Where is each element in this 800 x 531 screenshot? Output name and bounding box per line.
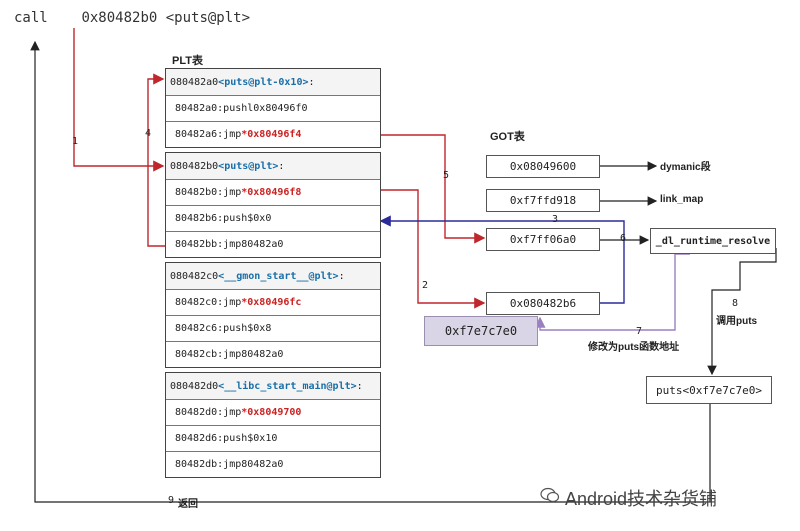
plt-header: 080482d0 <__libc_start_main@plt>:	[166, 373, 380, 399]
row-addr: 80482bb:	[175, 239, 224, 250]
note-call-puts: 调用puts	[716, 316, 758, 327]
plt-header-symbol: <puts@plt>	[218, 160, 279, 172]
plt-block-3: 080482d0 <__libc_start_main@plt>: 80482d…	[165, 372, 381, 478]
row-op: jmp	[223, 297, 242, 308]
plt-header-addr: 080482d0	[170, 380, 219, 392]
plt-row: 80482d0: jmp *0x8049700	[166, 399, 380, 425]
note-dynamic: dymanic段	[660, 162, 711, 173]
plt-block-0: 080482a0 <puts@plt-0x10>: 80482a0: pushl…	[165, 68, 381, 148]
row-addr: 80482d6:	[175, 433, 224, 444]
row-arg: 80482a0	[241, 349, 284, 360]
row-arg: $0x8	[247, 323, 272, 334]
row-arg: *0x80496f8	[241, 187, 302, 198]
plt-header-symbol: <puts@plt-0x10>	[218, 76, 309, 88]
arrow-step-2	[379, 189, 486, 309]
row-op: push	[223, 433, 248, 444]
plt-row: 80482a0: pushl 0x80496f0	[166, 95, 380, 121]
row-arg: 0x80496f0	[253, 103, 308, 114]
plt-block-1: 080482b0 <puts@plt>: 80482b0: jmp *0x804…	[165, 152, 381, 258]
step-label-7: 7	[636, 326, 643, 337]
watermark: Android技术杂货铺	[565, 489, 718, 509]
step-label-9: 9	[168, 495, 175, 506]
arrow-step-7	[534, 253, 690, 331]
row-addr: 80482db:	[175, 459, 224, 470]
note-link-map: link_map	[660, 194, 704, 205]
call-instruction: call 0x80482b0 <puts@plt>	[14, 10, 250, 26]
arrow-step-8	[707, 248, 777, 376]
row-op: push	[223, 323, 248, 334]
note-return: 返回	[178, 499, 198, 510]
plt-row: 80482c6: push $0x8	[166, 315, 380, 341]
row-addr: 80482cb:	[175, 349, 224, 360]
call-symbol: <puts@plt>	[165, 10, 251, 26]
step-label-4: 4	[145, 128, 152, 139]
got-entry-0: 0x08049600	[486, 155, 600, 178]
dl-runtime-resolve-box: _dl_runtime_resolve	[650, 228, 776, 254]
row-arg: *0x80496fc	[241, 297, 302, 308]
resolved-address-box: 0xf7e7c7e0	[424, 316, 538, 346]
plt-block-2: 080482c0 <__gmon_start__@plt>: 80482c0: …	[165, 262, 381, 368]
arrow-step-9	[30, 40, 711, 503]
row-op: push	[223, 213, 248, 224]
row-op: jmp	[223, 349, 242, 360]
got-entry-3: 0x080482b6	[486, 292, 600, 315]
got-entry-2: 0xf7ff06a0	[486, 228, 600, 251]
plt-header-addr: 080482b0	[170, 160, 219, 172]
step-label-3: 3	[552, 214, 559, 225]
plt-row: 80482c0: jmp *0x80496fc	[166, 289, 380, 315]
plt-header: 080482c0 <__gmon_start__@plt>:	[166, 263, 380, 289]
arrow-step-1	[73, 28, 165, 172]
plt-title: PLT表	[172, 55, 203, 67]
plt-row: 80482db: jmp 80482a0	[166, 451, 380, 477]
call-addr: 0x80482b0	[81, 10, 158, 26]
row-op: jmp	[223, 459, 242, 470]
step-label-5: 5	[443, 170, 450, 181]
plt-header-symbol: <__libc_start_main@plt>	[218, 380, 357, 392]
row-addr: 80482b0:	[175, 187, 224, 198]
got-entry-1: 0xf7ffd918	[486, 189, 600, 212]
row-arg: $0x10	[247, 433, 278, 444]
row-arg: 80482a0	[241, 459, 284, 470]
row-arg: *0x80496f4	[241, 129, 302, 140]
row-op: jmp	[223, 129, 242, 140]
step-label-6: 6	[620, 233, 627, 244]
note-modify: 修改为puts函数地址	[588, 342, 680, 353]
row-op: jmp	[223, 407, 242, 418]
plt-header: 080482b0 <puts@plt>:	[166, 153, 380, 179]
step-label-8: 8	[732, 298, 739, 309]
row-addr: 80482c6:	[175, 323, 224, 334]
row-addr: 80482a0:	[175, 103, 224, 114]
row-op: pushl	[223, 103, 254, 114]
plt-row: 80482a6: jmp *0x80496f4	[166, 121, 380, 147]
plt-row: 80482b6: push $0x0	[166, 205, 380, 231]
arrow-step-5	[379, 134, 486, 244]
row-op: jmp	[223, 239, 242, 250]
plt-header-addr: 080482a0	[170, 76, 219, 88]
got-title: GOT表	[490, 131, 525, 143]
row-addr: 80482b6:	[175, 213, 224, 224]
plt-header-addr: 080482c0	[170, 270, 219, 282]
plt-header-symbol: <__gmon_start__@plt>	[218, 270, 339, 282]
row-op: jmp	[223, 187, 242, 198]
arrow-step-4	[147, 73, 165, 247]
puts-function-box: puts<0xf7e7c7e0>	[646, 376, 772, 404]
row-arg: 80482a0	[241, 239, 284, 250]
plt-row: 80482b0: jmp *0x80496f8	[166, 179, 380, 205]
plt-row: 80482bb: jmp 80482a0	[166, 231, 380, 257]
row-arg: *0x8049700	[241, 407, 302, 418]
step-label-1: 1	[72, 136, 79, 147]
plt-header: 080482a0 <puts@plt-0x10>:	[166, 69, 380, 95]
wechat-icon	[540, 487, 560, 503]
row-arg: $0x0	[247, 213, 272, 224]
row-addr: 80482c0:	[175, 297, 224, 308]
call-op: call	[14, 10, 48, 26]
step-label-2: 2	[422, 280, 429, 291]
row-addr: 80482d0:	[175, 407, 224, 418]
row-addr: 80482a6:	[175, 129, 224, 140]
plt-row: 80482d6: push $0x10	[166, 425, 380, 451]
plt-row: 80482cb: jmp 80482a0	[166, 341, 380, 367]
arrow-step-3	[379, 215, 625, 304]
